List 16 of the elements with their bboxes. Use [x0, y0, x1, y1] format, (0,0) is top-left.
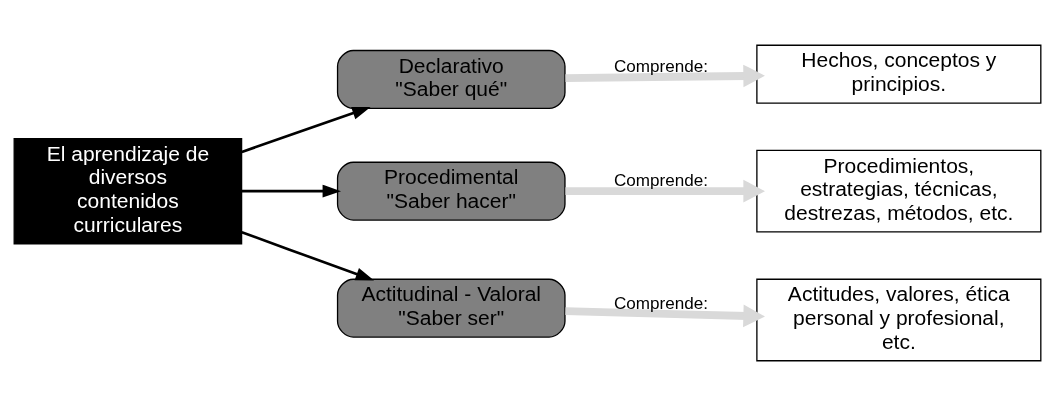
arrow — [241, 106, 371, 153]
arrow — [565, 179, 765, 202]
node-box: Actitudinal - Valoral "Saber ser" — [336, 278, 566, 338]
node-box: Actitudes, valores, ética personal y profesional, etc. — [756, 278, 1042, 361]
arrow — [565, 304, 765, 327]
node-box: Declarativo "Saber qué" — [336, 49, 566, 109]
edge-label: Comprende: — [613, 56, 708, 76]
arrow — [565, 64, 765, 87]
node-box: Hechos, conceptos y principios. — [756, 44, 1042, 104]
node-box: El aprendizaje de diversos contenidos curriculares — [13, 137, 243, 244]
edge-label: Comprende: — [613, 170, 708, 190]
arrow — [241, 184, 342, 198]
edge-label: Comprende: — [613, 293, 708, 313]
arrow — [241, 230, 375, 280]
node-box: Procedimientos, estrategias, técnicas, destrezas, métodos, etc. — [756, 149, 1042, 233]
node-box: Procedimental "Saber hacer" — [336, 161, 566, 221]
